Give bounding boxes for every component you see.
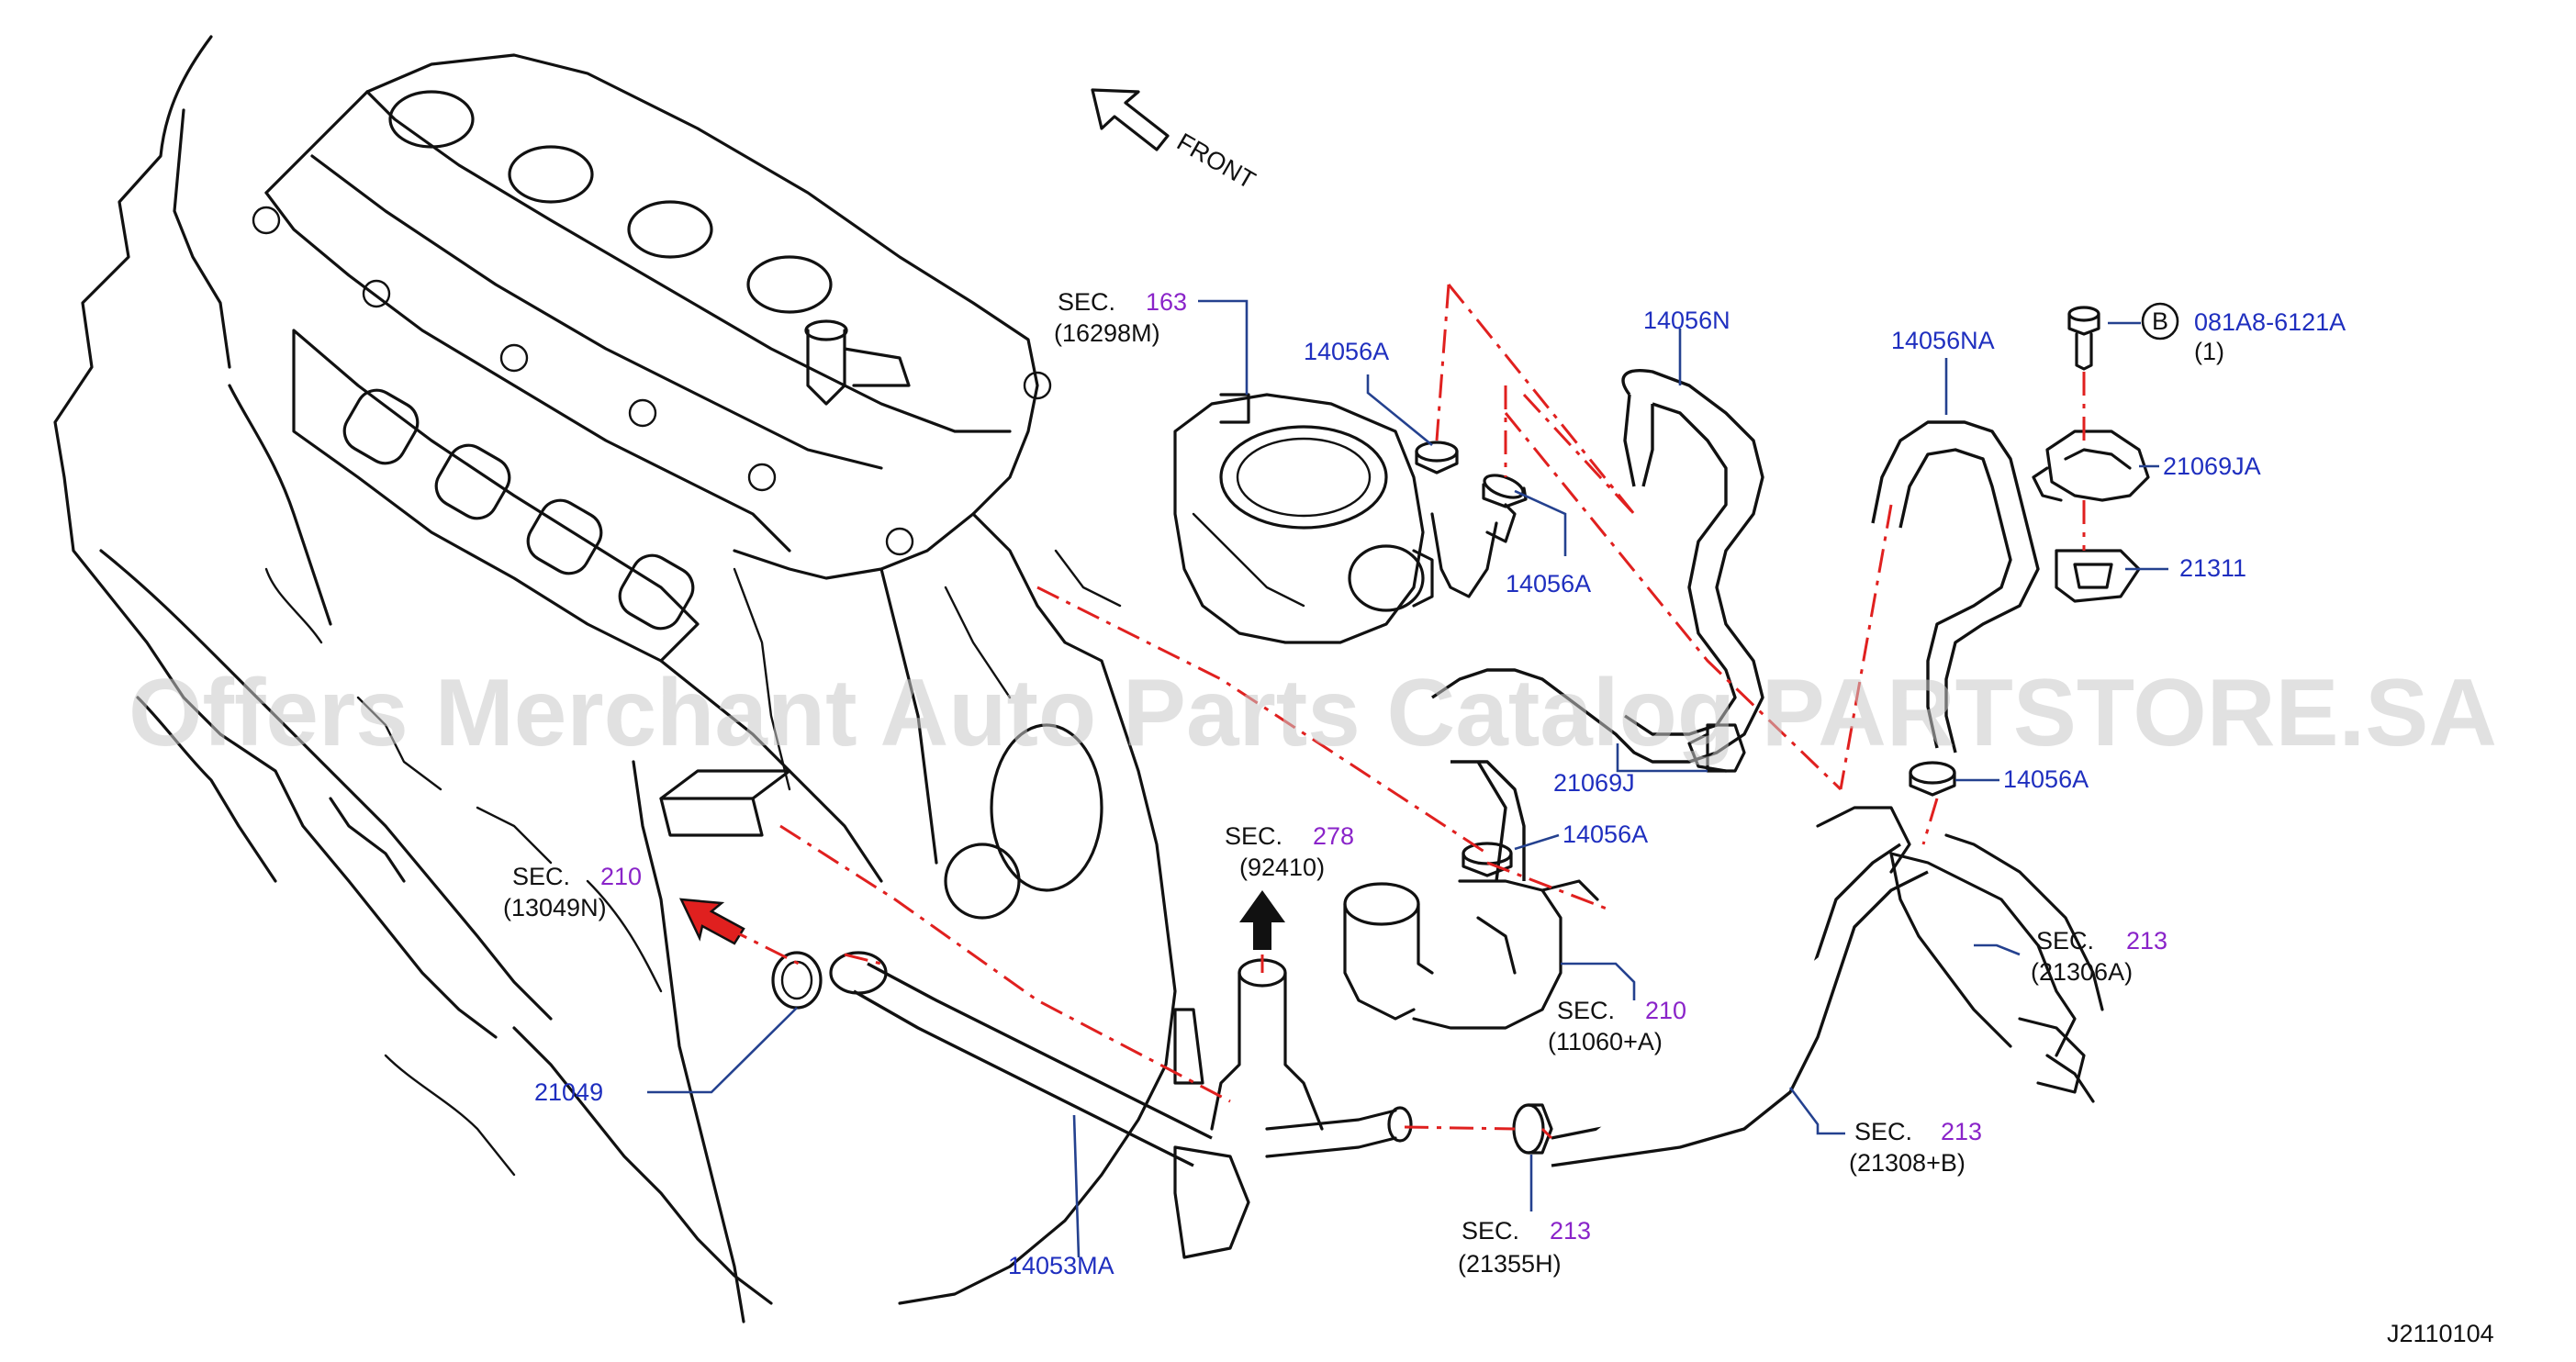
part-14056A-right-of-throttle: 14056A xyxy=(1506,570,1591,597)
part-21069J: 21069J xyxy=(1553,769,1635,797)
sec-code: (21306A) xyxy=(2031,958,2133,986)
hose-lower xyxy=(1551,843,1929,1167)
part-14056A-middle: 14056A xyxy=(1562,821,1648,848)
callout-sec213-clamp: SEC. 213 (21355H) xyxy=(1458,1217,1591,1278)
hose-14056N xyxy=(1431,369,1764,764)
bolt-081A8-icon xyxy=(2067,306,2100,371)
sec-prefix: SEC. xyxy=(1557,997,1615,1024)
sec-code: (13049N) xyxy=(503,894,607,921)
callout-sec210-left: SEC. 210 (13049N) xyxy=(503,863,642,921)
callout-sec163: SEC. 163 (16298M) xyxy=(1054,288,1187,347)
callout-sec213-right: SEC. 213 (21306A) xyxy=(2031,927,2167,986)
sec-code: (92410) xyxy=(1239,854,1325,881)
diagram-id: J2110104 xyxy=(2387,1320,2494,1347)
part-14056NA: 14056NA xyxy=(1891,327,1995,354)
part-081A8-qty: (1) xyxy=(2194,338,2224,365)
sec-code: (21308+B) xyxy=(1849,1149,1966,1177)
clamp-14056A-top-left xyxy=(1415,441,1459,474)
hose-14056NA xyxy=(1871,420,2040,754)
bracket-21311 xyxy=(2055,549,2141,603)
sec-code: (11060+A) xyxy=(1548,1028,1663,1055)
throttle-body xyxy=(1173,393,1517,644)
clip-21069J xyxy=(1687,723,1746,773)
part-081A8-6121A: 081A8-6121A xyxy=(2194,308,2346,336)
part-14053MA: 14053MA xyxy=(1008,1252,1114,1279)
part-14056A-top: 14056A xyxy=(1304,338,1389,365)
intake-ports xyxy=(292,329,700,663)
sec-prefix: SEC. xyxy=(1225,822,1282,850)
part-14056N: 14056N xyxy=(1643,307,1730,334)
sec-prefix: SEC. xyxy=(512,863,570,890)
callout-081A8: B 081A8-6121A (1) xyxy=(2141,302,2346,365)
b-marker-icon xyxy=(2141,302,2179,340)
sec-number: 210 xyxy=(600,863,642,890)
part-21069JA: 21069JA xyxy=(2163,452,2261,480)
arrow-to-sec210-icon xyxy=(678,898,745,945)
watermark: Offers Merchant Auto Parts Catalog PARTS… xyxy=(129,660,2497,766)
clamp-14056A-top-right xyxy=(1482,474,1528,508)
sec-prefix: SEC. xyxy=(1462,1217,1519,1245)
sec-number: 213 xyxy=(1941,1118,1982,1145)
heater-pipe-14053MA xyxy=(829,951,1413,1259)
callout-sec278: SEC. 278 (92410) xyxy=(1225,822,1354,881)
o-ring-21049-inner xyxy=(780,960,813,1000)
sec-code: (16298M) xyxy=(1054,319,1160,347)
sec-code: (21355H) xyxy=(1458,1250,1562,1278)
clamp-14056A-right xyxy=(1909,761,1956,797)
part-21311: 21311 xyxy=(2179,554,2246,582)
sec-prefix: SEC. xyxy=(1058,288,1115,316)
sec-number: 213 xyxy=(1550,1217,1591,1245)
b-marker-label: B xyxy=(2152,307,2168,335)
sec-prefix: SEC. xyxy=(2036,927,2094,955)
part-21049: 21049 xyxy=(534,1078,603,1106)
timing-cover xyxy=(659,512,1177,1305)
hose-thermostat xyxy=(1450,760,1526,882)
bracket-assembly xyxy=(2032,306,2150,603)
engine-block xyxy=(53,35,791,1323)
leader-lines xyxy=(647,299,2168,1258)
sec-number: 213 xyxy=(2126,927,2167,955)
front-direction: FRONT xyxy=(1091,88,1260,195)
clamp-21355H xyxy=(1512,1103,1553,1155)
sec-prefix: SEC. xyxy=(1854,1118,1912,1145)
front-arrow-icon xyxy=(1091,88,1170,151)
callout-sec213-lower-hose: SEC. 213 (21308+B) xyxy=(1849,1118,1982,1177)
front-label: FRONT xyxy=(1172,128,1260,194)
clip-21069JA xyxy=(2032,430,2150,502)
water-outlet-pipe xyxy=(1816,806,2104,1103)
part-14056A-right: 14056A xyxy=(2003,765,2089,793)
arrow-to-sec278-icon xyxy=(1239,890,1285,950)
cylinder-head-cover xyxy=(252,53,1052,580)
thermostat-housing xyxy=(1343,879,1599,1030)
sec-number: 163 xyxy=(1146,288,1187,316)
callout-sec210-thermostat: SEC. 210 (11060+A) xyxy=(1548,997,1686,1055)
sec-number: 278 xyxy=(1313,822,1354,850)
sec-number: 210 xyxy=(1645,997,1686,1024)
connection-lines xyxy=(724,284,2086,1140)
